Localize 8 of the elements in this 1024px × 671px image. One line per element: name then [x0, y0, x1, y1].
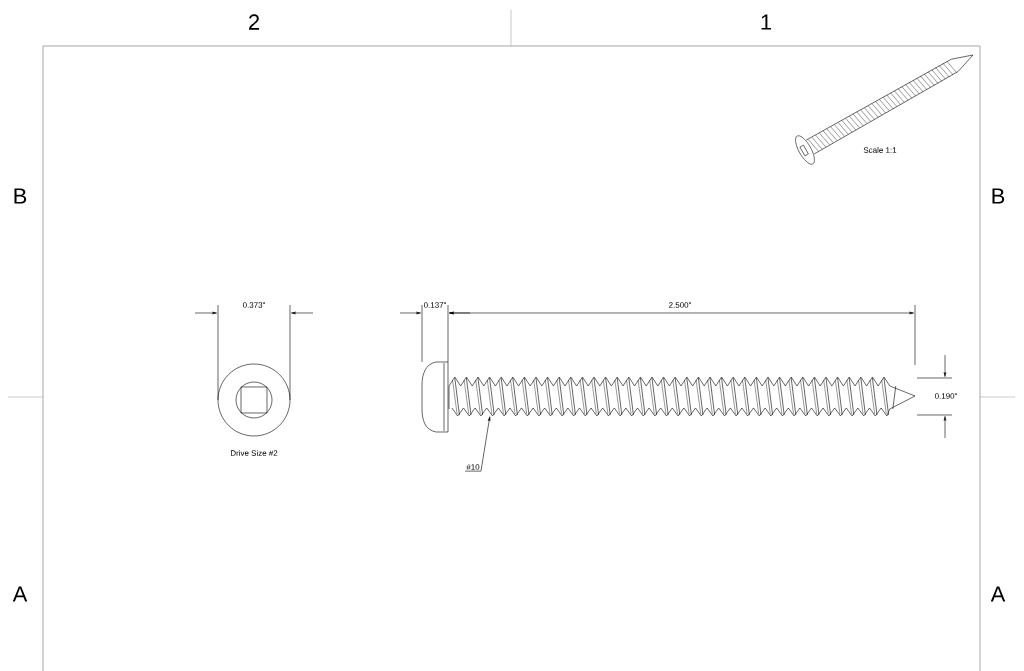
zone-label: B [992, 188, 1005, 204]
zone-label: A [12, 586, 28, 602]
zone-label: B [14, 188, 27, 204]
screw-side-drawing [421, 361, 916, 433]
leader-line [464, 416, 491, 472]
zone-label: 2 [249, 14, 259, 30]
zone-label: A [990, 586, 1006, 602]
zone-label: 1 [761, 14, 772, 30]
